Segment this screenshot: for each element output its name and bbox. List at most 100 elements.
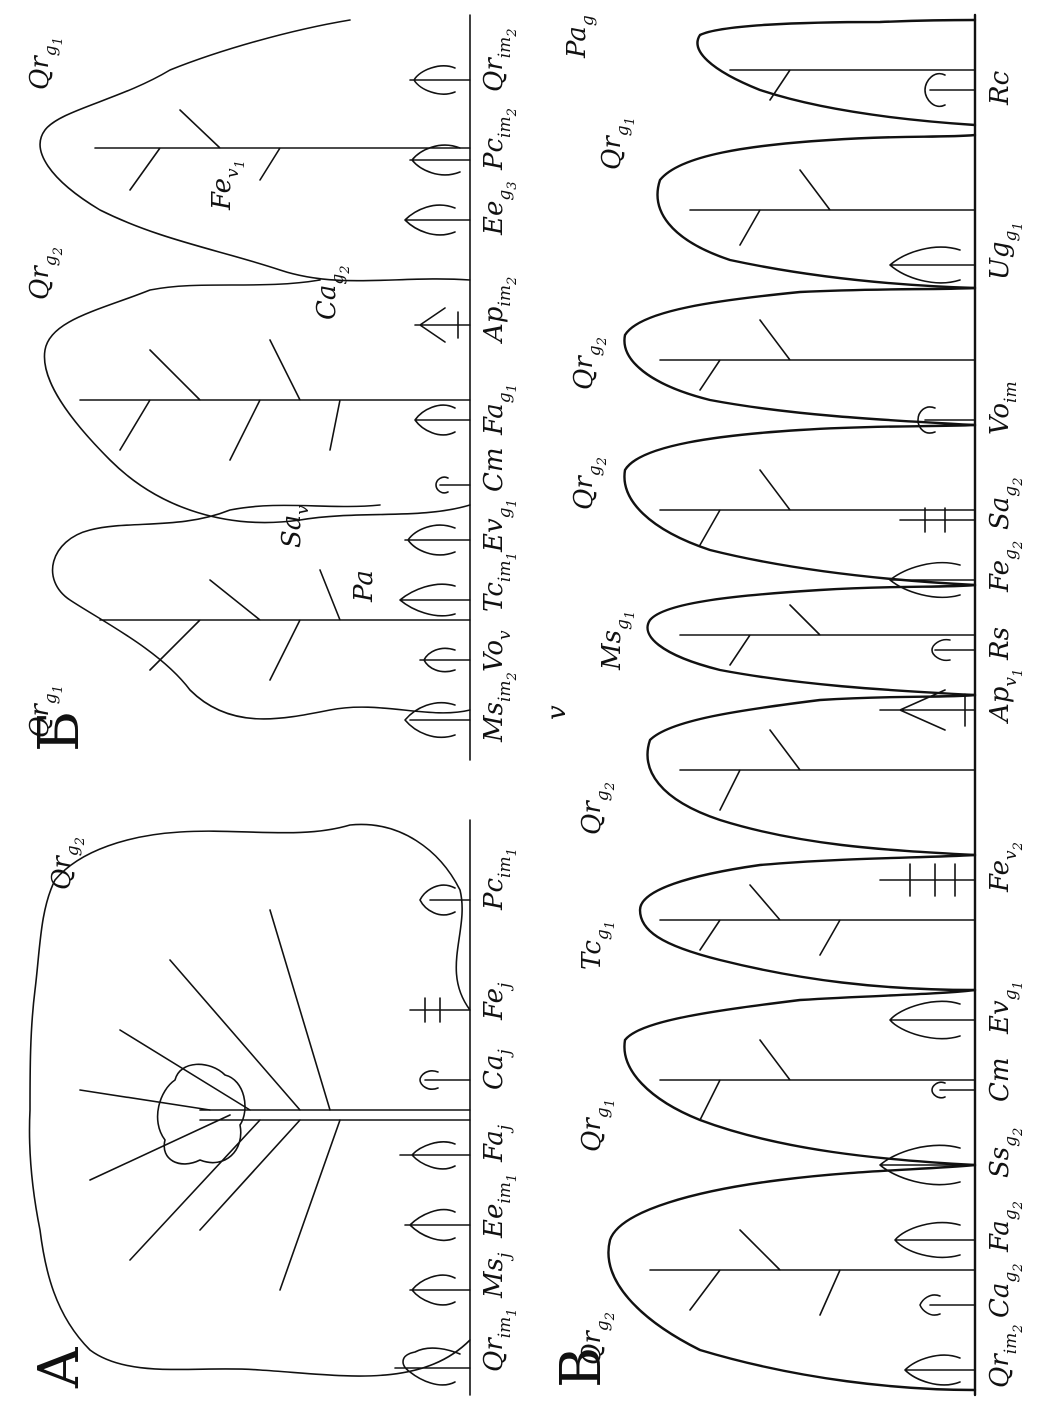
tree-crown-center <box>44 280 470 523</box>
canopy-label-1: Qrg1 <box>577 1099 618 1152</box>
species-label-1: Cag2 <box>985 1263 1026 1318</box>
hazel-sapling <box>920 1295 975 1315</box>
linden-sapling <box>400 584 470 616</box>
hazel-sapling <box>420 1071 470 1089</box>
ash-sapling <box>895 1223 975 1258</box>
tree-crown-left <box>53 505 470 719</box>
species-label-6: Fev2 <box>985 842 1026 893</box>
euonymus-sapling <box>890 1001 975 1038</box>
tree-trunks <box>80 110 470 680</box>
canopy-labels: Qrg2 Qrg1 Tcg1 Qrg2 Msg1 Qrg2 Qrg2 Qrg1 … <box>562 15 638 1365</box>
species-label-12: Ugg1 <box>985 222 1026 280</box>
species-label-5: Fag1 <box>479 384 520 436</box>
species-label-2: Eeim1 <box>479 1174 520 1239</box>
ash-sapling <box>400 1142 470 1169</box>
species-label-7: Eeg3 <box>479 181 520 236</box>
species-label-0: Msim2 <box>479 672 520 743</box>
crown-2 <box>624 990 975 1165</box>
canopy-label-0: Qrg2 <box>47 837 88 890</box>
canopy-label-6: Qrg2 <box>569 337 610 390</box>
hazel-seedling <box>436 477 470 493</box>
pear-sapling <box>410 145 470 175</box>
understory-plants <box>880 74 975 1385</box>
elder-sapling <box>900 508 975 532</box>
species-label-0: Qrim2 <box>985 1324 1026 1388</box>
species-label-11: Voim <box>985 381 1021 435</box>
crown-9 <box>698 20 976 125</box>
species-label-5: Fej <box>479 982 515 1021</box>
species-label-9: Qrim2 <box>479 28 520 92</box>
hazel-seedling <box>932 1082 975 1098</box>
species-label-2: Fag2 <box>985 1201 1026 1253</box>
viburnum-sapling <box>420 648 470 671</box>
floating-label-3: Fev1 <box>207 160 248 211</box>
ash-seedling <box>410 998 470 1022</box>
ash-sapling <box>890 563 975 598</box>
panel-letter-a: A <box>27 1347 92 1389</box>
species-label-0: Qrim1 <box>479 1308 520 1372</box>
viburnum-sapling <box>918 407 975 433</box>
species-label-6: Apim2 <box>479 277 520 344</box>
species-label-10: Sag2 <box>985 478 1026 530</box>
oak-sapling <box>410 66 470 94</box>
tree-trunk <box>80 910 470 1290</box>
canopy-label-7: Qrg1 <box>597 117 638 170</box>
canopy-label-5: Qrg2 <box>569 457 610 510</box>
floating-label-2: Cag2 <box>312 265 353 320</box>
species-label-3: Faj <box>479 1124 515 1163</box>
floating-label-0: Sav <box>277 505 313 548</box>
spindle-sapling <box>880 1145 975 1184</box>
crown-4 <box>648 695 975 855</box>
stray-label: v <box>542 705 572 720</box>
species-labels: Qrim1 Msj Eeim1 Faj Caj Fej Pcim1 <box>479 848 520 1372</box>
euonymus-sapling <box>405 525 470 555</box>
species-label-5: Evg1 <box>985 981 1026 1035</box>
oak-sapling <box>395 1348 470 1385</box>
species-label-3: Evg1 <box>479 499 520 553</box>
species-label-2: Tcim1 <box>479 552 520 612</box>
canopy-label-2: Qrg1 <box>25 37 66 90</box>
crown-7 <box>624 288 975 425</box>
species-label-1: Msj <box>479 1252 515 1299</box>
species-labels: Msim2 Vov Tcim1 Evg1 Cm Fag1 Apim2 Eeg3 … <box>479 28 520 743</box>
species-label-7: Apv1 <box>985 669 1026 724</box>
floating-label-1: Pa <box>349 570 379 603</box>
crown-5 <box>648 585 975 695</box>
species-label-8: Rs <box>985 627 1015 661</box>
spindle-tree <box>405 205 470 235</box>
crown-3 <box>640 855 975 990</box>
species-label-9: Feg2 <box>985 541 1026 593</box>
canopy-label-1: Qrg2 <box>25 247 66 300</box>
maple-sapling <box>410 1275 470 1305</box>
understory-plants <box>400 66 470 737</box>
euonymus-sapling <box>405 1210 470 1241</box>
species-label-1: Vov <box>479 630 515 672</box>
species-label-4: Caj <box>479 1049 515 1090</box>
species-label-8: Pcim2 <box>479 108 520 171</box>
ash-sapling-large <box>880 864 975 896</box>
species-labels: Qrim2 Cag2 Fag2 Ssg2 Cm Evg1 Fev2 Apv1 R… <box>985 70 1026 1388</box>
panel-b: Б Qrg1 Qrg2 Qrg1 Sav Pa <box>25 15 520 760</box>
canopy-label-2: Tcg1 <box>577 921 618 970</box>
species-label-4: Cm <box>479 447 509 492</box>
crown-1 <box>608 1165 975 1390</box>
tree-crown <box>29 824 470 1376</box>
tree-crowns <box>608 20 975 1390</box>
panel-a: A Qrg2 Qrim1 Msj Eeim1 Faj Caj <box>27 820 520 1395</box>
species-label-3: Ssg2 <box>985 1128 1026 1178</box>
canopy-label-8: Pag <box>562 15 598 59</box>
canopy-label-4: Msg1 <box>597 611 638 671</box>
species-label-4: Cm <box>985 1057 1015 1102</box>
canopy-label-3: Qrg2 <box>577 782 618 835</box>
crown-6 <box>624 425 975 585</box>
oak-sapling <box>905 1355 975 1385</box>
elm-sapling <box>890 247 975 283</box>
maple-sapling <box>415 308 470 342</box>
blackberry <box>925 74 975 107</box>
panel-c: В v <box>542 15 1026 1395</box>
apple-sapling <box>405 703 470 738</box>
species-label-13: Rc <box>985 70 1015 106</box>
